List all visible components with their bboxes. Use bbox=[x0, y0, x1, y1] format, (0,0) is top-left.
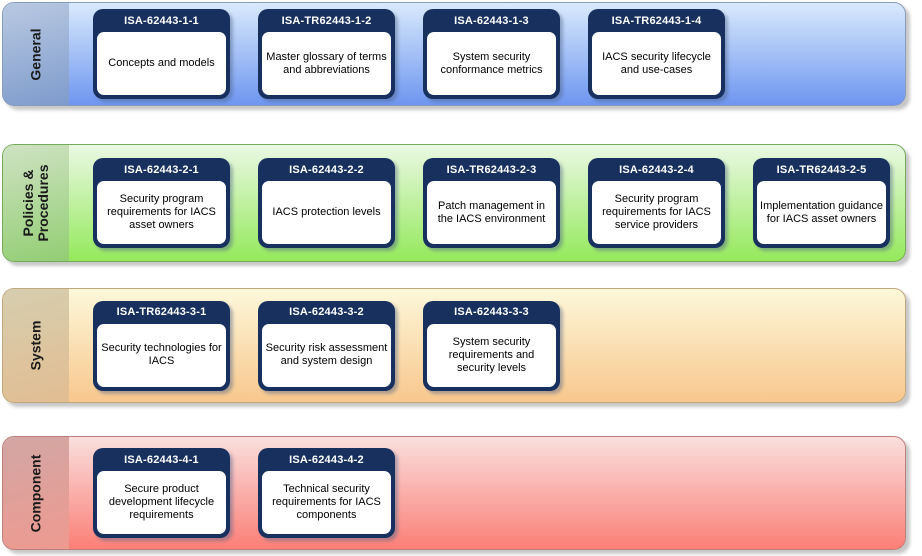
standard-description: Master glossary of terms and abbreviatio… bbox=[262, 32, 391, 95]
standard-id: ISA-62443-4-2 bbox=[289, 453, 364, 466]
standard-description: Secure product development lifecycle req… bbox=[97, 471, 226, 534]
standard-id: ISA-62443-1-1 bbox=[124, 14, 199, 27]
standard-card: ISA-TR62443-2-5 Implementation guidance … bbox=[753, 158, 890, 248]
standard-description: Technical security requirements for IACS… bbox=[262, 471, 391, 534]
standard-card: ISA-62443-2-4 Security program requireme… bbox=[588, 158, 725, 248]
standard-id: ISA-62443-2-4 bbox=[619, 163, 694, 176]
standard-card: ISA-TR62443-3-1 Security technologies fo… bbox=[93, 300, 230, 391]
row-policies-procedures: Policies & Procedures ISA-62443-2-1 Secu… bbox=[2, 144, 906, 262]
standard-id: ISA-TR62443-1-4 bbox=[611, 14, 702, 27]
standard-card: ISA-62443-4-1 Secure product development… bbox=[93, 448, 230, 538]
standard-id: ISA-TR62443-3-1 bbox=[116, 306, 207, 318]
row-label: System bbox=[27, 320, 44, 371]
standard-description: IACS protection levels bbox=[262, 181, 391, 244]
standard-card: ISA-TR62443-1-2 Master glossary of terms… bbox=[258, 9, 395, 99]
standard-description: Security technologies for IACS bbox=[97, 323, 226, 387]
row-general-cards: ISA-62443-1-1 Concepts and models ISA-TR… bbox=[69, 3, 905, 105]
standard-card: ISA-62443-4-2 Technical security require… bbox=[258, 448, 395, 538]
standard-id: ISA-62443-2-1 bbox=[124, 163, 199, 176]
standard-card: ISA-TR62443-2-3 Patch management in the … bbox=[423, 158, 560, 248]
row-system-label-strip: System bbox=[3, 289, 69, 402]
standard-id: ISA-62443-2-2 bbox=[289, 163, 364, 176]
row-label: Component bbox=[27, 454, 44, 532]
standard-id: ISA-62443-3-3 bbox=[454, 306, 529, 318]
row-system: System ISA-TR62443-3-1 Security technolo… bbox=[2, 288, 906, 403]
standard-description: Security program requirements for IACS s… bbox=[592, 181, 721, 244]
row-label: General bbox=[27, 27, 44, 81]
standard-id: ISA-62443-4-1 bbox=[124, 453, 199, 466]
standard-id: ISA-TR62443-2-3 bbox=[446, 163, 537, 176]
standard-card: ISA-TR62443-1-4 IACS security lifecycle … bbox=[588, 9, 725, 99]
row-general-label-strip: General bbox=[3, 3, 69, 105]
standard-card: ISA-62443-3-3 System security requiremen… bbox=[423, 300, 560, 391]
standard-description: Security risk assessment and system desi… bbox=[262, 323, 391, 387]
standard-card: ISA-62443-2-1 Security program requireme… bbox=[93, 158, 230, 248]
row-system-cards: ISA-TR62443-3-1 Security technologies fo… bbox=[69, 289, 905, 402]
standard-card: ISA-62443-3-2 Security risk assessment a… bbox=[258, 300, 395, 391]
row-label: Policies & Procedures bbox=[20, 164, 51, 242]
standard-id: ISA-62443-3-2 bbox=[289, 306, 364, 318]
row-component-cards: ISA-62443-4-1 Secure product development… bbox=[69, 437, 905, 549]
standard-card: ISA-62443-1-3 System security conformanc… bbox=[423, 9, 560, 99]
standard-description: IACS security lifecycle and use-cases bbox=[592, 32, 721, 95]
row-component: Component ISA-62443-4-1 Secure product d… bbox=[2, 436, 906, 550]
standard-description: System security requirements and securit… bbox=[427, 323, 556, 387]
standard-card: ISA-62443-2-2 IACS protection levels bbox=[258, 158, 395, 248]
standard-description: Security program requirements for IACS a… bbox=[97, 181, 226, 244]
standard-description: Patch management in the IACS environment bbox=[427, 181, 556, 244]
standard-id: ISA-TR62443-2-5 bbox=[776, 163, 867, 176]
row-general: General ISA-62443-1-1 Concepts and model… bbox=[2, 2, 906, 106]
standard-description: Concepts and models bbox=[97, 32, 226, 95]
row-component-label-strip: Component bbox=[3, 437, 69, 549]
standard-card: ISA-62443-1-1 Concepts and models bbox=[93, 9, 230, 99]
standard-id: ISA-TR62443-1-2 bbox=[281, 14, 372, 27]
standard-description: Implementation guidance for IACS asset o… bbox=[757, 181, 886, 244]
standard-id: ISA-62443-1-3 bbox=[454, 14, 529, 27]
row-policies-procedures-cards: ISA-62443-2-1 Security program requireme… bbox=[69, 145, 905, 261]
row-policies-procedures-label-strip: Policies & Procedures bbox=[3, 145, 69, 261]
standard-description: System security conformance metrics bbox=[427, 32, 556, 95]
